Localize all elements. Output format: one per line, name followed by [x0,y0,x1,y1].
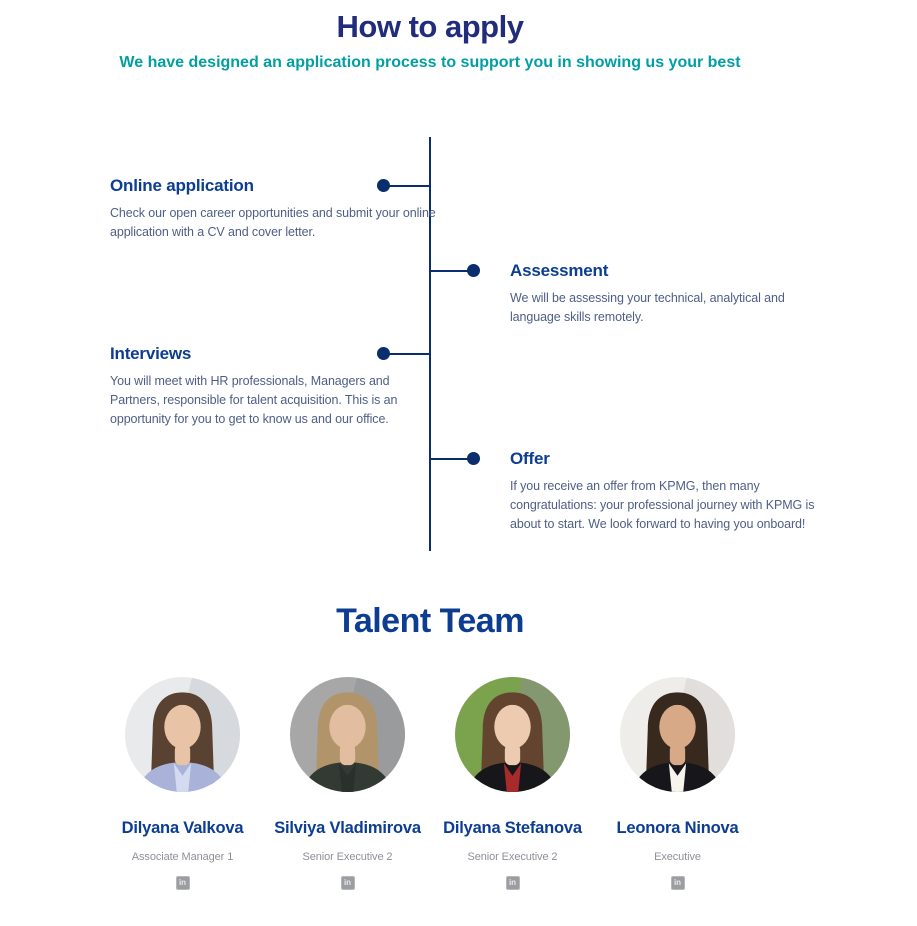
member-name: Dilyana Stefanova [443,819,582,837]
timeline-dot-icon [467,452,480,465]
timeline-dot-icon [467,264,480,277]
step-description: We will be assessing your technical, ana… [510,291,785,324]
team-member-card: Dilyana Stefanova Senior Executive 2 in [430,677,595,890]
timeline-step: Offer If you receive an offer from KPMG,… [430,449,834,534]
member-photo [620,677,735,792]
step-description: If you receive an offer from KPMG, then … [510,479,815,531]
timeline-connector-line [388,185,430,187]
timeline-connector-line [388,353,430,355]
timeline-dot-icon [377,179,390,192]
team-member-card: Silviya Vladimirova Senior Executive 2 i… [265,677,430,890]
member-avatar-image [290,677,405,792]
member-photo [125,677,240,792]
timeline-step: Assessment We will be assessing your tec… [430,261,830,327]
member-name: Leonora Ninova [616,819,739,837]
timeline-connector-line [430,458,470,460]
linkedin-icon[interactable]: in [670,876,685,890]
linkedin-icon[interactable]: in [340,876,355,890]
linkedin-icon[interactable]: in [175,876,190,890]
member-avatar-image [455,677,570,792]
timeline-step: Online application Check our open career… [110,176,442,242]
member-role: Senior Executive 2 [467,851,558,863]
timeline-connector-line [430,270,470,272]
member-photo [455,677,570,792]
member-role: Executive [654,851,701,863]
team-grid: Dilyana Valkova Associate Manager 1 in S… [0,677,860,890]
step-title: Offer [510,449,550,468]
member-name: Silviya Vladimirova [274,819,421,837]
member-avatar-image [620,677,735,792]
step-title: Online application [110,176,254,195]
step-title: Interviews [110,344,192,363]
team-member-card: Dilyana Valkova Associate Manager 1 in [100,677,265,890]
page-subtitle: We have designed an application process … [119,54,741,71]
page-title: How to apply [336,9,524,44]
team-member-card: Leonora Ninova Executive in [595,677,760,890]
member-avatar-image [125,677,240,792]
team-title: Talent Team [336,602,524,640]
member-name: Dilyana Valkova [121,819,244,837]
timeline-dot-icon [377,347,390,360]
step-title: Assessment [510,261,609,280]
step-description: Check our open career opportunities and … [110,206,436,239]
careers-page: How to apply We have designed an applica… [0,9,860,890]
step-description: You will meet with HR professionals, Man… [110,374,398,426]
linkedin-icon[interactable]: in [505,876,520,890]
member-photo [290,677,405,792]
member-role: Senior Executive 2 [302,851,393,863]
member-role: Associate Manager 1 [131,851,234,863]
timeline-vertical-line [429,137,431,551]
timeline-step: Interviews You will meet with HR profess… [110,344,442,429]
